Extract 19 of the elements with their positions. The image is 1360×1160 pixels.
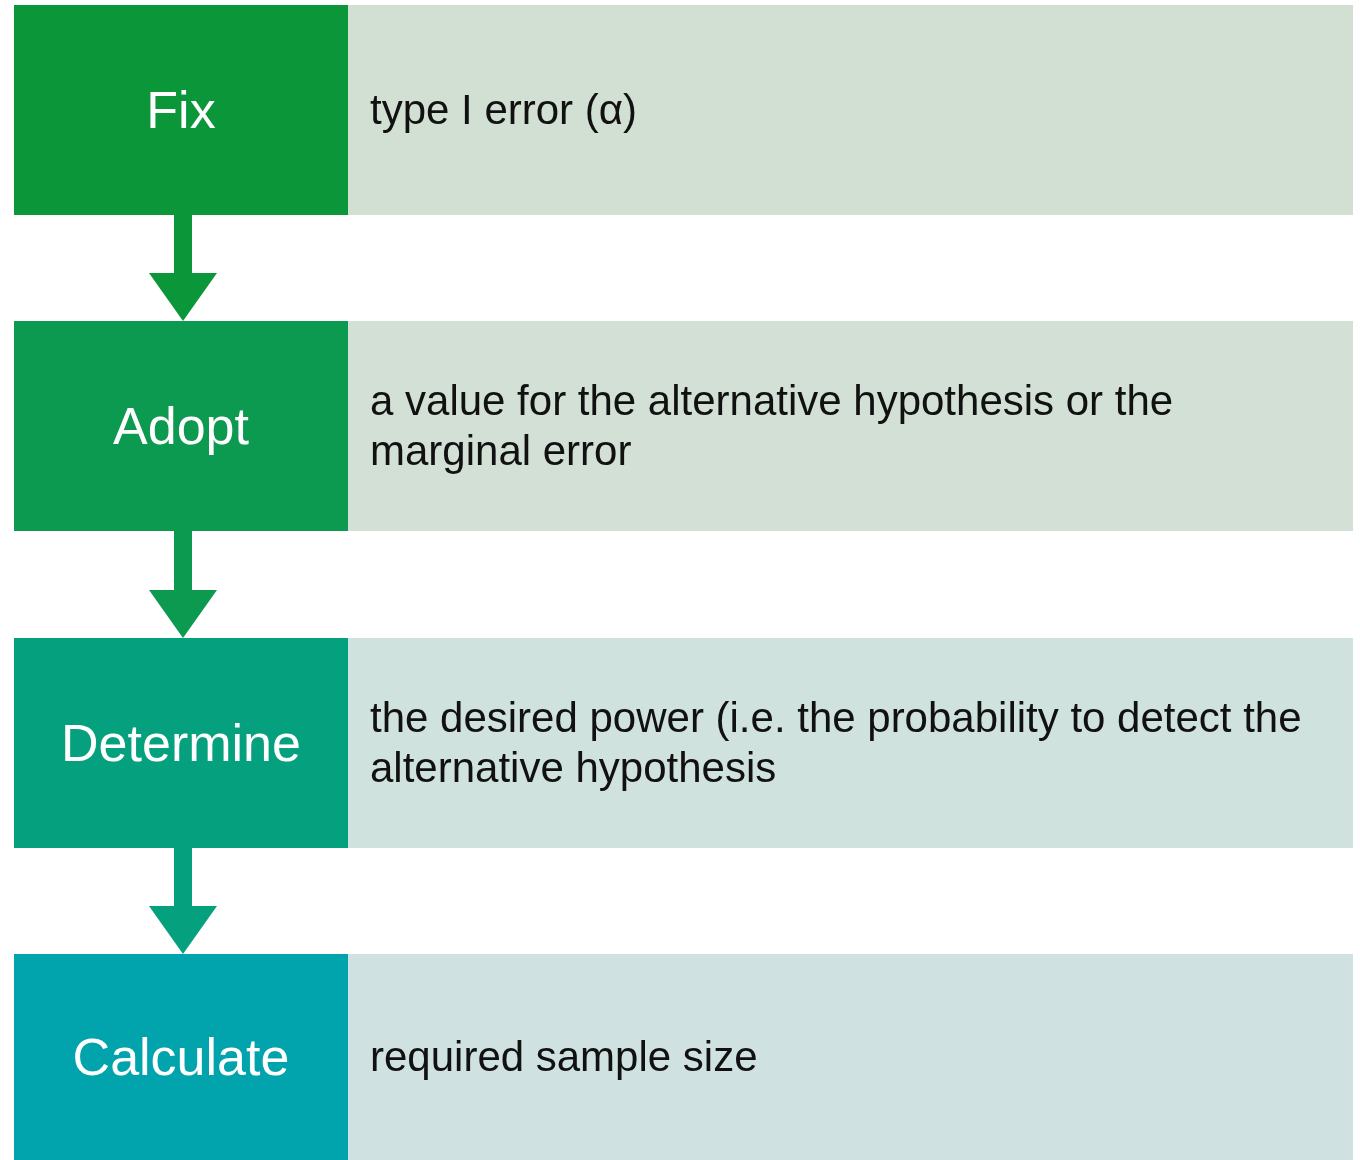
- description-text: required sample size: [370, 1031, 758, 1082]
- arrow: [149, 215, 217, 321]
- arrow: [149, 848, 217, 954]
- description-panel: [348, 638, 1353, 848]
- step-label: Calculate: [72, 1027, 290, 1087]
- description-panel: [348, 954, 1353, 1160]
- description-text: the desired power (i.e. the probability to detect the alternative hypothesis: [370, 692, 1303, 793]
- step-box: [14, 5, 348, 215]
- description-text: a value for the alternative hypothesis or the marginal error: [370, 375, 1175, 476]
- description-panel: [348, 321, 1353, 531]
- arrow: [149, 531, 217, 638]
- description-text: type I error (α): [370, 84, 637, 135]
- step-box: [14, 638, 348, 848]
- step-box: [14, 321, 348, 531]
- description-panel: [348, 5, 1353, 215]
- step-label: Determine: [61, 713, 301, 773]
- step-box: [14, 954, 348, 1160]
- step-label: Adopt: [113, 396, 249, 456]
- step-label: Fix: [146, 80, 216, 140]
